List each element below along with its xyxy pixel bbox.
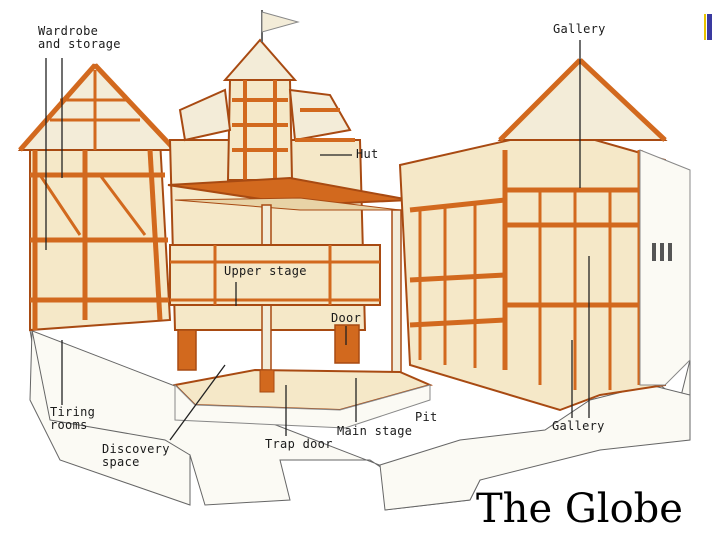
- hut-roof-right: [288, 88, 352, 142]
- gallery-window-1: [652, 243, 656, 261]
- label-door: Door: [331, 311, 362, 325]
- stage-door-left: [177, 329, 197, 371]
- label-gallery-bottom: Gallery: [552, 419, 605, 433]
- gallery-outer-wall: [639, 149, 691, 386]
- gallery-roof: [497, 58, 668, 141]
- upper-stage-balcony: [169, 244, 381, 306]
- flag: [261, 11, 300, 33]
- label-main-stage: Main stage: [337, 424, 413, 438]
- gallery-building: [398, 128, 666, 412]
- label-trap-door: Trap door: [265, 437, 333, 451]
- label-hut: Hut: [356, 147, 379, 161]
- tower: [226, 79, 294, 181]
- label-pit: Pit: [415, 410, 438, 424]
- trap-door: [259, 369, 275, 393]
- hut-roof-left: [178, 88, 232, 142]
- main-stage-front: [174, 383, 431, 429]
- label-upper-stage: Upper stage: [224, 264, 307, 278]
- label-tiring-rooms: Tiring rooms: [50, 405, 96, 432]
- base-wall-front-left: [29, 329, 191, 506]
- base-wall-front-right: [379, 384, 691, 511]
- tiring-house-roof: [17, 63, 178, 151]
- gallery-window-2: [660, 243, 664, 261]
- corner-accent-blue: [707, 14, 712, 40]
- label-gallery-top: Gallery: [553, 22, 606, 36]
- pointer-discovery: [169, 364, 226, 441]
- corner-accent-yellow: [704, 14, 706, 40]
- tower-roof: [222, 38, 298, 81]
- stage-pillar-right: [391, 209, 402, 376]
- stage-door-right: [334, 324, 360, 364]
- label-discovery-space: Discovery space: [102, 442, 170, 469]
- label-wardrobe: Wardrobe and storage: [38, 24, 121, 51]
- corner-accent: [704, 14, 714, 40]
- gallery-window-3: [668, 243, 672, 261]
- slide-title: The Globe: [476, 486, 683, 532]
